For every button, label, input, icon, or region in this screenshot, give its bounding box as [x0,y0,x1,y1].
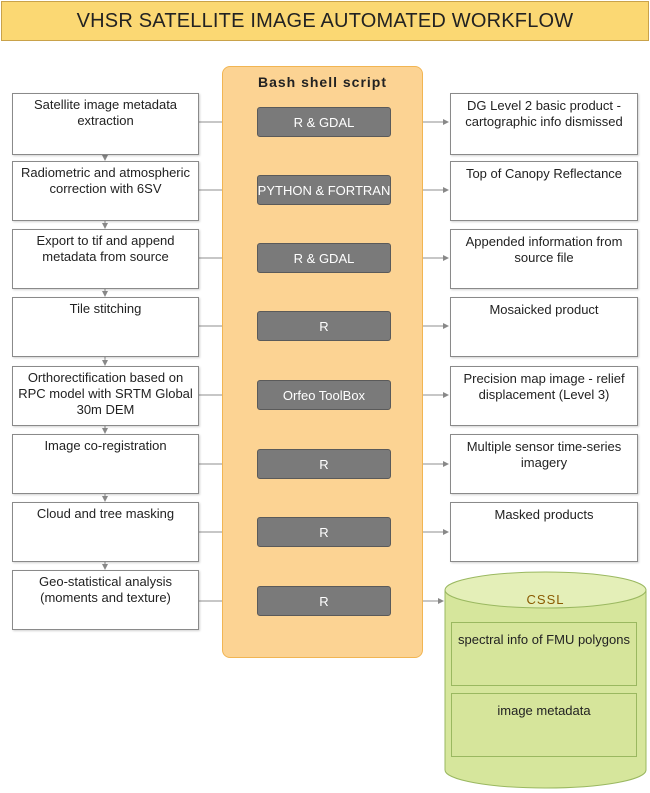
tool-box-r-stitching: R [257,311,391,341]
database-cylinder [444,571,647,789]
tool-box-r-analysis: R [257,586,391,616]
database-label: CSSL [526,592,565,607]
step-box-cloud-tree-masking: Cloud and tree masking [12,502,199,562]
output-box-precision-map: Precision map image - relief displacemen… [450,366,638,426]
bash-script-title: Bash shell script [257,74,388,90]
output-box-masked: Masked products [450,502,638,562]
tool-box-python-fortran: PYTHON & FORTRAN [257,175,391,205]
output-box-dg-level2: DG Level 2 basic product - cartographic … [450,93,638,155]
output-box-time-series: Multiple sensor time-series imagery [450,434,638,494]
tool-box-r-gdal: R & GDAL [257,107,391,137]
tool-box-orfeo-toolbox: Orfeo ToolBox [257,380,391,410]
step-box-co-registration: Image co-registration [12,434,199,494]
step-box-geo-statistical-analysis: Geo-statistical analysis (moments and te… [12,570,199,630]
step-box-tile-stitching: Tile stitching [12,297,199,357]
step-box-metadata-extraction: Satellite image metadata extraction [12,93,199,155]
bash-script-panel: Bash shell script [222,66,423,658]
tool-box-r-gdal-export: R & GDAL [257,243,391,273]
output-box-toc-reflectance: Top of Canopy Reflectance [450,161,638,221]
step-box-orthorectification: Orthorectification based on RPC model wi… [12,366,199,426]
tool-box-r-masking: R [257,517,391,547]
page-title: VHSR SATELLITE IMAGE AUTOMATED WORKFLOW [1,1,649,41]
database-item-spectral-info: spectral info of FMU polygons [451,622,637,686]
step-box-export-tif: Export to tif and append metadata from s… [12,229,199,289]
step-box-radiometric-correction: Radiometric and atmospheric correction w… [12,161,199,221]
output-box-mosaicked: Mosaicked product [450,297,638,357]
output-box-appended-info: Appended information from source file [450,229,638,289]
database-item-image-metadata: image metadata [451,693,637,757]
tool-box-r-coregistration: R [257,449,391,479]
